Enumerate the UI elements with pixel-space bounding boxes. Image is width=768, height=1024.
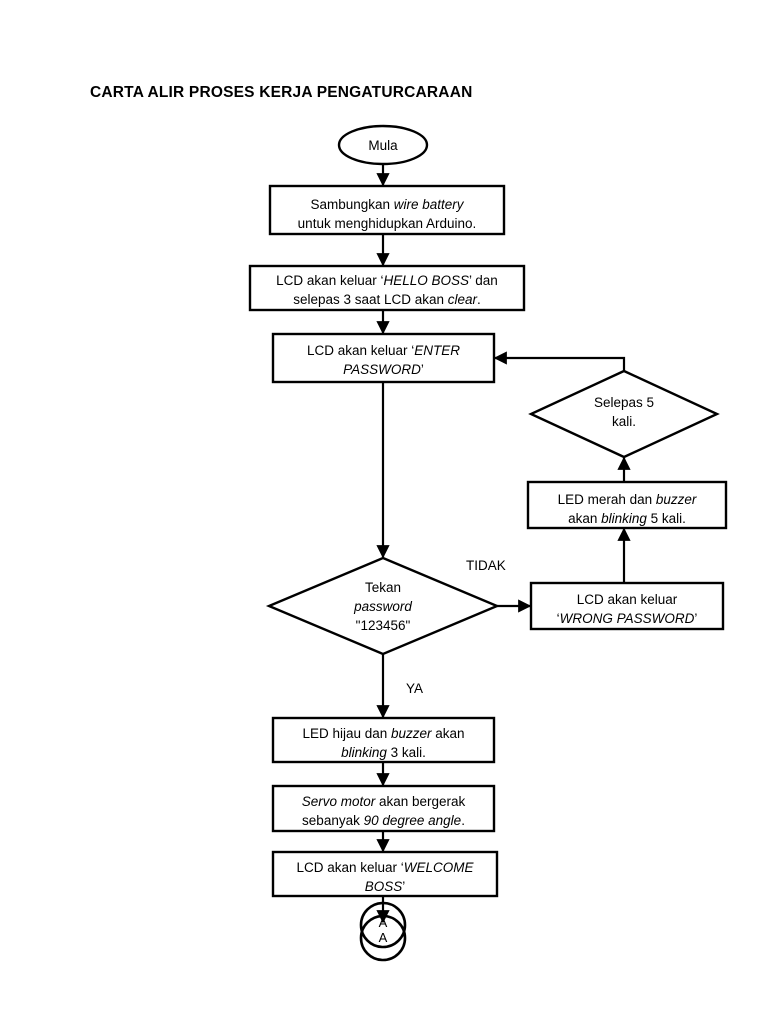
node-connector-letter-lower: A	[378, 930, 388, 945]
node-servo-label: Servo motor akan bergerak sebanyak 90 de…	[301, 794, 466, 828]
node-greenled-shape	[271, 716, 496, 764]
node-after5-label: Selepas 5 kali.	[593, 395, 655, 429]
node-redled-em-2: blinking	[601, 511, 647, 526]
node-wrong-label: LCD akan keluar ‘WRONG PASSWORD’	[556, 592, 698, 626]
node-hello-em-1: HELLO BOSS	[383, 273, 470, 288]
edge-label-tidak: TIDAK	[466, 558, 506, 573]
node-enter-label: LCD akan keluar ‘ENTER PASSWORD’	[306, 343, 461, 377]
node-servo-em-1: Servo motor	[301, 794, 376, 809]
edge-label-ya: YA	[406, 681, 424, 696]
node-start-label: Mula	[368, 138, 398, 153]
node-hello-label: LCD akan keluar ‘HELLO BOSS’ dan selepas…	[276, 273, 498, 307]
node-greenled-label: LED hijau dan buzzer akan blinking 3 kal…	[302, 726, 465, 760]
node-hello-em-2: clear	[447, 292, 478, 307]
edge-after5-to-enter	[493, 351, 626, 371]
node-redled-em-1: buzzer	[655, 492, 697, 507]
page-title: CARTA ALIR PROSES KERJA PENGATURCARAAN	[90, 84, 473, 101]
node-servo-shape	[271, 784, 496, 833]
node-decide-label: Tekan password "123456"	[354, 580, 412, 633]
node-welcome-em-2: BOSS	[364, 879, 403, 894]
node-welcome-em-1: WELCOME	[403, 860, 474, 875]
node-decide-em-1: password	[354, 599, 412, 614]
node-servo-em-2: 90 degree angle	[363, 813, 462, 828]
node-welcome-shape	[271, 850, 499, 898]
node-enter-em-1: ENTER	[414, 343, 461, 358]
node-welcome-label: LCD akan keluar ‘WELCOME BOSS’	[296, 860, 474, 894]
node-wrong-em-1: WRONG PASSWORD	[559, 611, 695, 626]
node-enter-em-2: PASSWORD	[343, 362, 421, 377]
node-connector-letter-upper: A	[378, 915, 388, 930]
node-connect-em-1: wire battery	[393, 197, 464, 212]
node-connect-label: Sambungkan wire battery untuk menghidupk…	[297, 197, 477, 231]
node-redled-label: LED merah dan buzzer akan blinking 5 kal…	[557, 492, 697, 526]
node-greenled-em-1: buzzer	[391, 726, 432, 741]
node-greenled-em-2: blinking	[341, 745, 387, 760]
